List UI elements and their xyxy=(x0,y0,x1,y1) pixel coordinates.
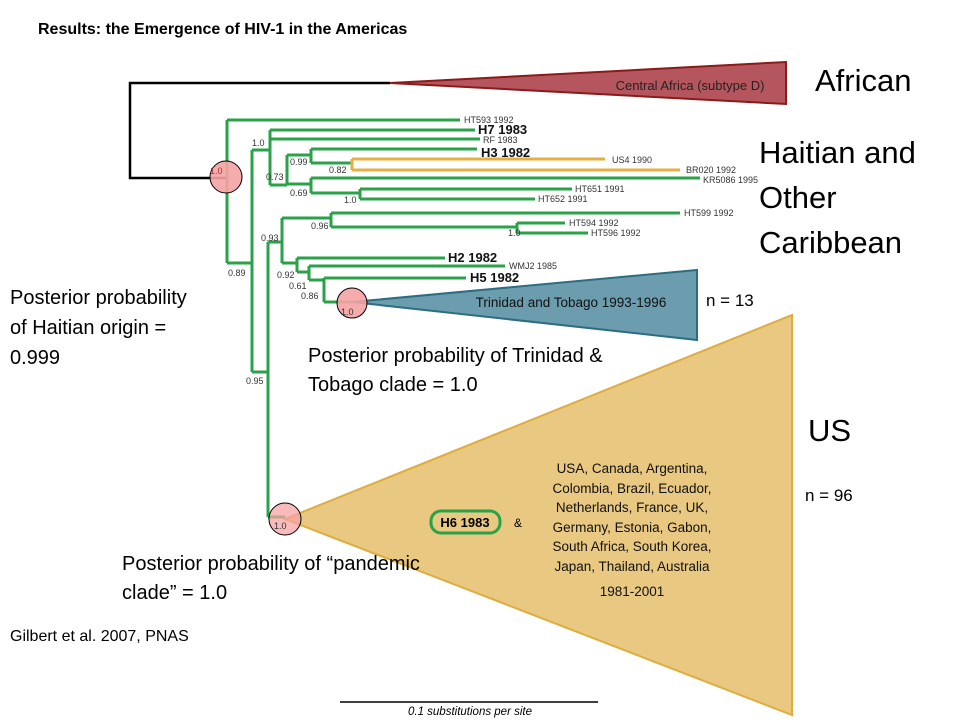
tt-clade-note: Posterior probability of Trinidad & xyxy=(308,345,603,367)
support: 1.0 xyxy=(508,228,521,238)
central-africa-clade xyxy=(389,60,787,106)
tip-ht596: HT596 1992 xyxy=(591,228,641,238)
pandemic-clade-note: Posterior probability of “pandemic xyxy=(122,553,420,575)
support: 0.99 xyxy=(290,157,308,167)
haitian-origin-note: of Haitian origin = xyxy=(10,317,166,339)
us-years: 1981-2001 xyxy=(600,584,665,599)
group-haitian-2: Other xyxy=(759,180,837,215)
trinidad-node xyxy=(336,287,368,319)
tip-ht594: HT594 1992 xyxy=(569,218,619,228)
tip-us4: US4 1990 xyxy=(612,155,652,165)
support: 1.0 xyxy=(341,307,354,317)
support: 0.73 xyxy=(266,172,284,182)
country-line: USA, Canada, Argentina, xyxy=(557,461,708,476)
support: 1.0 xyxy=(344,195,357,205)
support: 0.95 xyxy=(246,376,264,386)
support-values: 1.0 0.89 1.0 0.73 0.99 0.82 0.69 1.0 0.9… xyxy=(210,138,521,531)
support: 0.93 xyxy=(261,233,279,243)
support: 1.0 xyxy=(252,138,265,148)
country-line: South Africa, South Korea, xyxy=(552,539,711,554)
citation: Gilbert et al. 2007, PNAS xyxy=(10,628,189,645)
scale-bar-label: 0.1 substitutions per site xyxy=(408,706,532,718)
tip-h3: H3 1982 xyxy=(481,145,530,160)
us-country-list: USA, Canada, Argentina, Colombia, Brazil… xyxy=(552,461,711,599)
tip-ht651: HT651 1991 xyxy=(575,184,625,194)
ampersand: & xyxy=(514,516,522,530)
tip-h7: H7 1983 xyxy=(478,122,527,137)
support: 0.69 xyxy=(290,188,308,198)
group-african: African xyxy=(815,63,911,98)
support: 0.96 xyxy=(311,221,329,231)
haitian-origin-node xyxy=(209,160,243,194)
country-line: Germany, Estonia, Gabon, xyxy=(553,520,712,535)
pandemic-clade-note: clade” = 1.0 xyxy=(122,582,227,604)
tip-kr5086: KR5086 1995 xyxy=(703,175,758,185)
country-line: Netherlands, France, UK, xyxy=(556,500,708,515)
tip-wmj2: WMJ2 1985 xyxy=(509,261,557,271)
haitian-origin-note: Posterior probability xyxy=(10,287,187,309)
slide-title: Results: the Emergence of HIV-1 in the A… xyxy=(38,21,407,38)
support: 0.86 xyxy=(301,291,319,301)
central-africa-label: Central Africa (subtype D) xyxy=(616,78,765,93)
us-count: n = 96 xyxy=(805,486,853,505)
trinidad-clade xyxy=(351,268,698,342)
haitian-origin-note: 0.999 xyxy=(10,347,60,369)
trinidad-label: Trinidad and Tobago 1993-1996 xyxy=(476,295,667,310)
support: 0.92 xyxy=(277,270,295,280)
support: 0.82 xyxy=(329,165,347,175)
support: 0.61 xyxy=(289,281,307,291)
tip-ht652: HT652 1991 xyxy=(538,194,588,204)
group-us: US xyxy=(808,413,851,448)
support: 1.0 xyxy=(274,521,287,531)
support: 0.89 xyxy=(228,268,246,278)
h6-highlight xyxy=(429,509,502,535)
country-line: Colombia, Brazil, Ecuador, xyxy=(552,481,711,496)
tip-rf: RF 1983 xyxy=(483,135,518,145)
support: 1.0 xyxy=(210,166,223,176)
tip-labels: HT593 1992 H7 1983 RF 1983 H3 1982 US4 1… xyxy=(448,115,758,285)
tip-br020: BR020 1992 xyxy=(686,165,736,175)
pandemic-us-clade xyxy=(282,313,793,717)
haitian-branches xyxy=(225,118,700,519)
group-haitian-1: Haitian and xyxy=(759,135,916,170)
root-branch xyxy=(128,81,390,180)
pandemic-node xyxy=(268,502,302,536)
tip-ht593: HT593 1992 xyxy=(464,115,514,125)
country-line: Japan, Thailand, Australia xyxy=(554,559,710,574)
group-haitian-3: Caribbean xyxy=(759,225,902,260)
tip-h5: H5 1982 xyxy=(470,270,519,285)
tt-clade-note: Tobago clade = 1.0 xyxy=(308,374,478,396)
tip-h2: H2 1982 xyxy=(448,250,497,265)
tip-ht599: HT599 1992 xyxy=(684,208,734,218)
trinidad-count: n = 13 xyxy=(706,291,754,310)
h6-label: H6 1983 xyxy=(440,515,489,530)
